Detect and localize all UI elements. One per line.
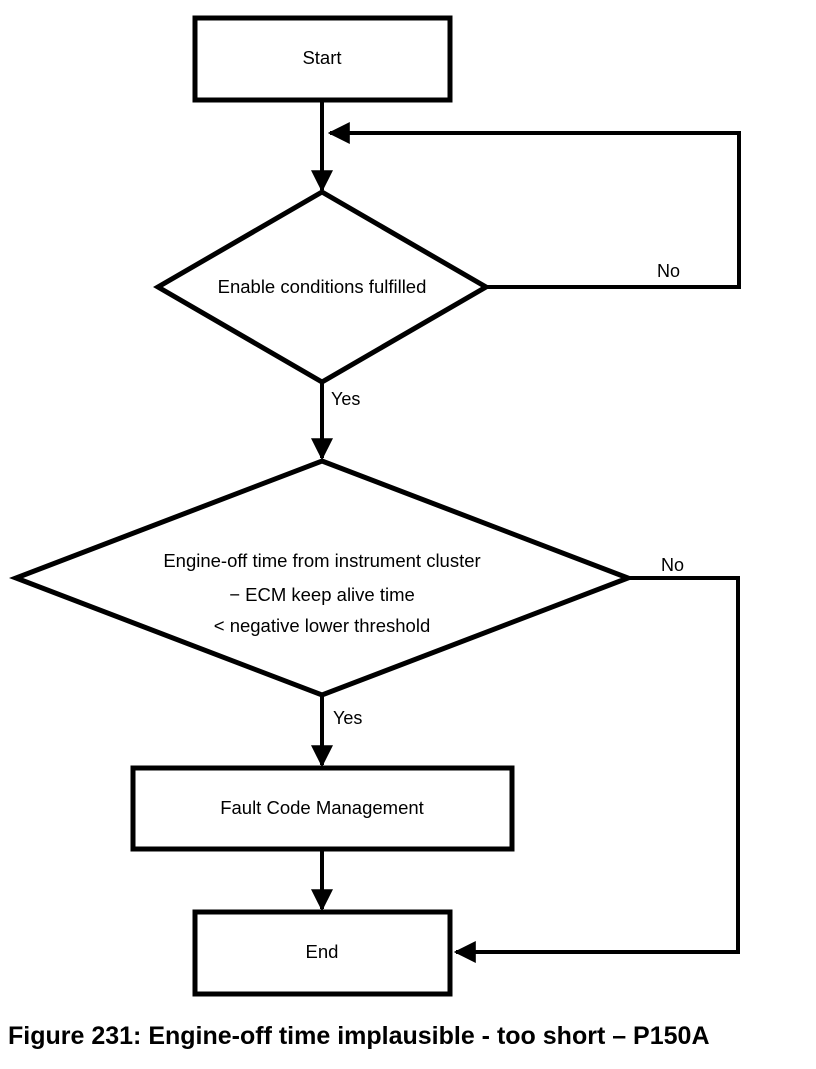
edge-enable-no-loop: [327, 122, 741, 289]
edge-label-yes-2: Yes: [333, 708, 362, 728]
enable-conditions-label: Enable conditions fulfilled: [218, 276, 427, 297]
figure-caption: Figure 231: Engine-off time implausible …: [8, 1022, 710, 1050]
fault-code-management-label: Fault Code Management: [220, 797, 424, 818]
edge-label-yes-1: Yes: [331, 389, 360, 409]
edge-label-no-1: No: [657, 261, 680, 281]
end-node-label: End: [306, 941, 339, 962]
engine-off-decision-node: [8, 458, 636, 698]
engine-off-label-line3: < negative lower threshold: [214, 615, 430, 636]
edge-engine-off-no: [453, 576, 740, 963]
end-node: [192, 909, 453, 997]
engine-off-label-line2: − ECM keep alive time: [229, 584, 415, 605]
edge-label-no-2: No: [661, 555, 684, 575]
start-node-label: Start: [302, 47, 341, 68]
engine-off-label-line1: Engine-off time from instrument cluster: [163, 550, 480, 571]
fault-code-management-node: [130, 765, 515, 852]
